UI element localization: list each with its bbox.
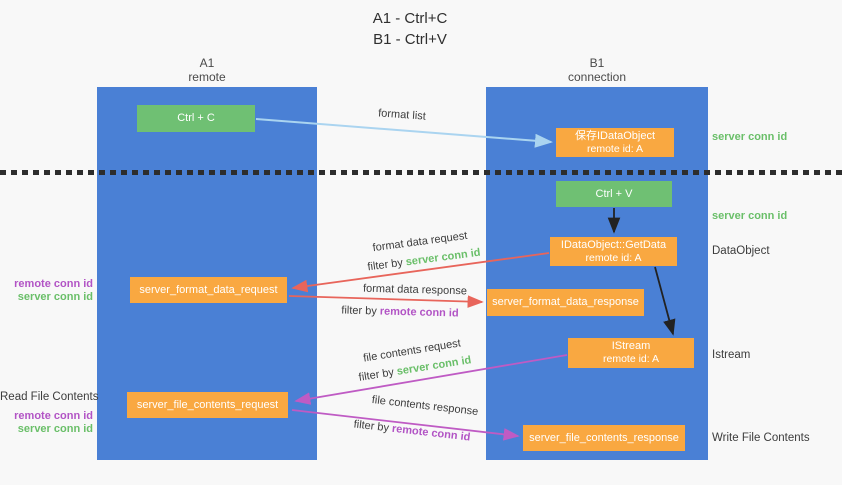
lane-header-b1: B1 connection xyxy=(537,56,657,84)
node-server-format-data-response: server_format_data_response xyxy=(487,289,644,316)
server-conn-id-text: server conn id xyxy=(405,246,482,269)
label-format-data-response: format data response xyxy=(362,282,468,298)
lane-a1-name: A1 xyxy=(199,56,215,70)
title-line-1: A1 - Ctrl+C xyxy=(372,10,448,27)
node-ctrl-c: Ctrl + C xyxy=(137,105,255,132)
label-server-conn-id-right-1: server conn id xyxy=(712,131,788,143)
label-read-file-contents: Read File Contents xyxy=(0,391,99,403)
label-write-file-contents: Write File Contents xyxy=(712,432,810,444)
label-server-conn-id-left-1: server conn id xyxy=(17,291,93,303)
node-getdata-sub: remote id: A xyxy=(585,251,642,264)
label-file-contents-response: file contents response xyxy=(371,393,479,419)
remote-conn-id-text: remote conn id xyxy=(391,422,471,444)
lane-a1-role: remote xyxy=(188,70,226,84)
node-idataobject-getdata: IDataObject::GetData remote id: A xyxy=(550,237,677,266)
node-save-idataobject-sub: remote id: A xyxy=(586,142,644,155)
title-line-2: B1 - Ctrl+V xyxy=(373,31,447,48)
node-server-file-contents-response: server_file_contents_response xyxy=(523,425,685,451)
node-server-file-contents-request: server_file_contents_request xyxy=(127,392,288,418)
filter-by-text: filter by xyxy=(366,256,407,274)
filter-by-text: filter by xyxy=(341,304,380,318)
filter-by-text: filter by xyxy=(357,365,398,384)
node-save-idataobject: 保存IDataObject remote id: A xyxy=(556,128,674,157)
label-remote-conn-id-left-1: remote conn id xyxy=(14,278,93,290)
node-server-format-data-request: server_format_data_request xyxy=(130,277,287,303)
label-filter-by-remote-conn-id-2: filter by remote conn id xyxy=(353,418,471,443)
node-istream-title: IStream xyxy=(611,340,651,352)
lane-b1-role: connection xyxy=(567,70,627,84)
label-istream: Istream xyxy=(712,349,751,361)
label-server-conn-id-right-2: server conn id xyxy=(712,210,788,222)
label-server-conn-id-left-2: server conn id xyxy=(17,423,93,435)
label-filter-by-remote-conn-id-1: filter by remote conn id xyxy=(341,304,459,319)
remote-conn-id-text: remote conn id xyxy=(379,305,459,320)
node-ctrl-v: Ctrl + V xyxy=(556,181,672,207)
dotted-separator xyxy=(0,170,842,175)
node-istream-sub: remote id: A xyxy=(602,353,660,365)
node-getdata-title: IDataObject::GetData xyxy=(560,238,667,251)
filter-by-text: filter by xyxy=(353,418,393,435)
label-format-list: format list xyxy=(377,107,427,123)
diagram-title: A1 - Ctrl+C B1 - Ctrl+V xyxy=(300,8,520,50)
node-istream: IStream remote id: A xyxy=(568,338,694,368)
label-remote-conn-id-left-2: remote conn id xyxy=(14,410,93,422)
lane-header-a1: A1 remote xyxy=(147,56,267,84)
lane-b1-name: B1 xyxy=(589,56,605,70)
label-dataobject: DataObject xyxy=(712,245,770,257)
node-save-idataobject-title: 保存IDataObject xyxy=(574,129,656,142)
